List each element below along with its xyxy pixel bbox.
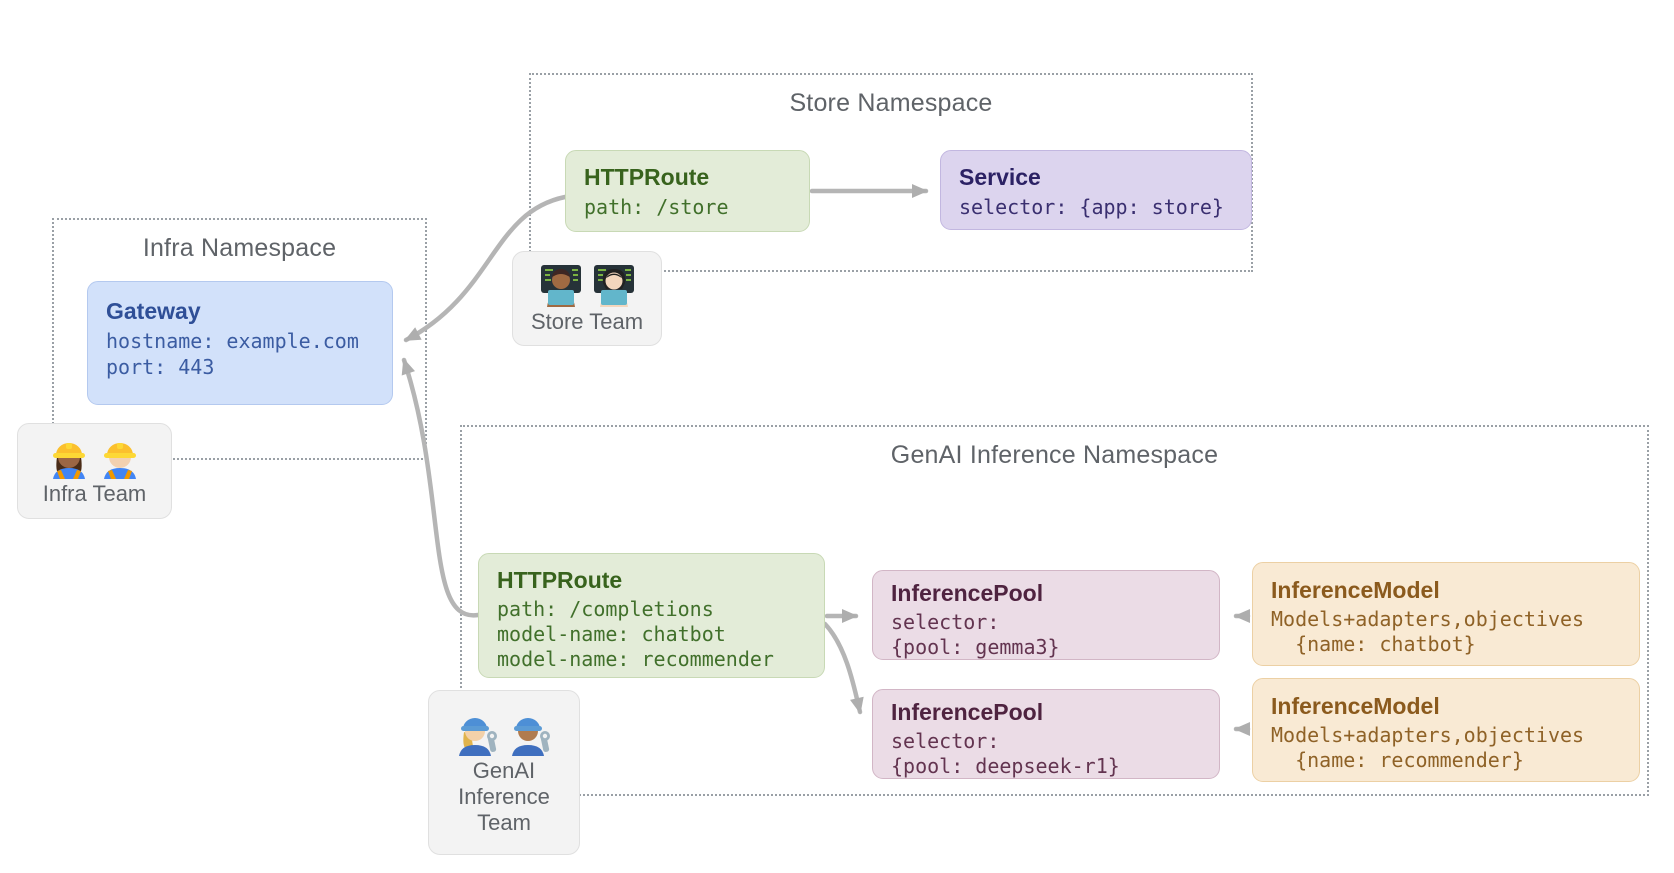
infra-team-avatars (47, 435, 142, 479)
gateway-hostname: hostname: example.com (106, 328, 374, 354)
inference-pool-2-node: InferencePool selector: {pool: deepseek-… (872, 689, 1220, 779)
store-httproute-title: HTTPRoute (584, 164, 791, 191)
service-node: Service selector: {app: store} (940, 150, 1252, 230)
genai-httproute-model-2: model-name: recommender (497, 647, 806, 672)
inference-model-1-title: InferenceModel (1271, 577, 1621, 604)
inference-pool-2-selector: selector: (891, 729, 1201, 754)
genai-httproute-title: HTTPRoute (497, 567, 806, 594)
store-team-badge: Store Team (512, 251, 662, 346)
inference-model-2-name: {name: recommender} (1271, 748, 1621, 773)
inference-model-1-name: {name: chatbot} (1271, 632, 1621, 657)
genai-httproute-model-1: model-name: chatbot (497, 622, 806, 647)
genai-team-label-line2: Inference (458, 784, 550, 810)
man-mechanic-emoji (508, 710, 554, 756)
genai-namespace-title: GenAI Inference Namespace (462, 441, 1647, 470)
infra-team-label: Infra Team (43, 481, 147, 507)
inference-pool-1-node: InferencePool selector: {pool: gemma3} (872, 570, 1220, 660)
genai-team-avatars (455, 710, 554, 756)
woman-technologist-emoji (591, 263, 637, 307)
service-selector: selector: {app: store} (959, 194, 1233, 220)
store-team-label: Store Team (531, 309, 643, 335)
store-namespace-title: Store Namespace (531, 89, 1251, 118)
inference-pool-2-title: InferencePool (891, 699, 1201, 726)
infra-namespace-title: Infra Namespace (54, 234, 425, 263)
gateway-port: port: 443 (106, 354, 374, 380)
inference-pool-1-selector: selector: (891, 610, 1201, 635)
genai-httproute-node: HTTPRoute path: /completions model-name:… (478, 553, 825, 678)
genai-team-badge: GenAI Inference Team (428, 690, 580, 855)
inference-model-2-node: InferenceModel Models+adapters,objective… (1252, 678, 1640, 782)
genai-team-label-line3: Team (458, 810, 550, 836)
store-httproute-path: path: /store (584, 194, 791, 220)
inference-model-1-desc: Models+adapters,objectives (1271, 607, 1621, 632)
infra-team-badge: Infra Team (17, 423, 172, 519)
inference-pool-2-pool: {pool: deepseek-r1} (891, 754, 1201, 779)
store-httproute-node: HTTPRoute path: /store (565, 150, 810, 232)
genai-team-label: GenAI Inference Team (458, 758, 550, 836)
woman-mechanic-emoji (455, 710, 501, 756)
inference-pool-1-pool: {pool: gemma3} (891, 635, 1201, 660)
genai-team-label-line1: GenAI (458, 758, 550, 784)
woman-construction-worker-emoji (47, 435, 91, 479)
gateway-node: Gateway hostname: example.com port: 443 (87, 281, 393, 405)
genai-httproute-path: path: /completions (497, 597, 806, 622)
inference-model-1-node: InferenceModel Models+adapters,objective… (1252, 562, 1640, 666)
gateway-title: Gateway (106, 298, 374, 325)
inference-pool-1-title: InferencePool (891, 580, 1201, 607)
store-team-avatars (538, 263, 637, 307)
inference-model-2-title: InferenceModel (1271, 693, 1621, 720)
service-title: Service (959, 164, 1233, 191)
man-technologist-emoji (538, 263, 584, 307)
inference-model-2-desc: Models+adapters,objectives (1271, 723, 1621, 748)
man-construction-worker-emoji (98, 435, 142, 479)
